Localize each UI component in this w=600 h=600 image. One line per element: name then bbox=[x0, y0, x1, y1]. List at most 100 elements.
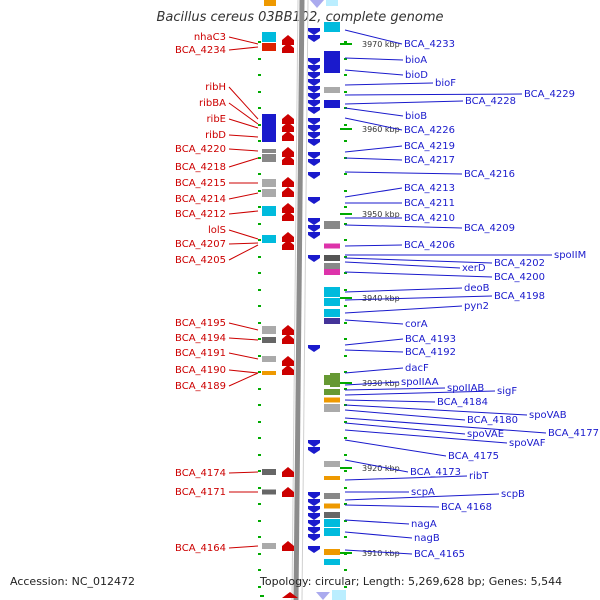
reverse-gene-label: BCA_4194 bbox=[175, 333, 226, 344]
reverse-gene-block bbox=[262, 235, 276, 243]
forward-arrow bbox=[308, 225, 320, 232]
kbp-marker-label: 3960 kbp bbox=[362, 125, 400, 134]
reverse-gene-label: BCA_4212 bbox=[175, 209, 226, 220]
left-leader-line bbox=[228, 471, 259, 474]
forward-arrow bbox=[308, 93, 320, 100]
right-leader-line bbox=[344, 271, 493, 278]
right-leader-line bbox=[344, 69, 404, 76]
right-leader-line bbox=[344, 381, 400, 386]
reverse-arrow bbox=[282, 334, 294, 344]
right-leader-line bbox=[344, 549, 413, 555]
reverse-arrow bbox=[282, 35, 294, 45]
forward-gene-block bbox=[324, 519, 340, 527]
forward-gene-block bbox=[324, 255, 340, 261]
forward-arrow bbox=[308, 499, 320, 506]
forward-arrow bbox=[308, 546, 320, 553]
reverse-gene-label: ribBA bbox=[199, 98, 226, 109]
right-leader-line bbox=[344, 519, 410, 525]
forward-arrow bbox=[308, 159, 320, 166]
forward-gene-block bbox=[324, 269, 340, 275]
forward-gene-label: bioB bbox=[405, 111, 427, 122]
reverse-arrow bbox=[282, 356, 294, 366]
right-leader-line bbox=[344, 244, 403, 247]
reverse-arrow bbox=[282, 114, 294, 124]
accession-text: Accession: NC_012472 bbox=[10, 575, 136, 588]
forward-gene-label: BCA_4192 bbox=[405, 347, 456, 358]
forward-gene-block bbox=[324, 404, 340, 412]
reverse-gene-block bbox=[262, 371, 276, 375]
forward-gene-label: BCA_4229 bbox=[524, 89, 575, 100]
right-leader-line bbox=[344, 531, 413, 539]
forward-arrow bbox=[308, 72, 320, 79]
reverse-arrow bbox=[282, 187, 294, 197]
forward-gene-label: BCA_4202 bbox=[494, 258, 545, 269]
right-leader-line bbox=[344, 82, 434, 86]
forward-gene-label: BCA_4228 bbox=[465, 96, 516, 107]
left-leader-line bbox=[228, 322, 259, 331]
forward-arrow bbox=[308, 440, 320, 447]
reverse-gene-block bbox=[262, 543, 276, 549]
backbone-edge bbox=[301, 0, 309, 600]
reverse-arrow bbox=[282, 155, 294, 165]
reverse-arrow bbox=[282, 240, 294, 250]
reverse-gene-label: BCA_4171 bbox=[175, 487, 226, 498]
forward-gene-label: BCA_4217 bbox=[404, 155, 455, 166]
right-leader-line bbox=[344, 409, 466, 421]
right-leader-line bbox=[344, 349, 404, 353]
left-leader-line bbox=[228, 545, 259, 549]
reverse-gene-block bbox=[262, 154, 276, 162]
forward-arrow bbox=[308, 506, 320, 513]
reverse-gene-block bbox=[262, 32, 276, 42]
forward-gene-label: bioA bbox=[405, 55, 427, 66]
kbp-marker-label: 3910 kbp bbox=[362, 549, 400, 558]
right-leader-line bbox=[344, 429, 508, 444]
reverse-gene-label: BCA_4220 bbox=[175, 144, 226, 155]
forward-gene-block bbox=[324, 221, 340, 229]
forward-gene-label: ribT bbox=[469, 471, 489, 482]
left-leader-line bbox=[228, 192, 259, 200]
reverse-arrow bbox=[282, 203, 294, 213]
reverse-gene-block bbox=[262, 114, 276, 124]
reverse-gene-block bbox=[262, 123, 276, 133]
left-leader-line bbox=[228, 372, 259, 387]
forward-gene-label: spoVAE bbox=[467, 429, 504, 440]
right-leader-line bbox=[344, 387, 446, 391]
kbp-marker-label: 3950 kbp bbox=[362, 210, 400, 219]
reverse-gene-label: nhaC3 bbox=[194, 32, 226, 43]
forward-gene-label: corA bbox=[405, 319, 428, 330]
forward-gene-label: BCA_4206 bbox=[404, 240, 455, 251]
reverse-gene-label: BCA_4234 bbox=[175, 45, 226, 56]
forward-gene-label: bioF bbox=[435, 78, 456, 89]
forward-gene-label: BCA_4168 bbox=[441, 502, 492, 513]
right-leader-line bbox=[344, 417, 547, 434]
forward-gene-block bbox=[324, 528, 340, 536]
left-leader-line bbox=[228, 352, 259, 360]
forward-gene-label: BCA_4211 bbox=[404, 198, 455, 209]
right-leader-line bbox=[344, 145, 403, 153]
right-leader-line bbox=[344, 319, 404, 325]
forward-gene-label: BCA_4177 bbox=[548, 428, 599, 439]
forward-gene-label: deoB bbox=[464, 283, 490, 294]
kbp-marker-label: 3940 kbp bbox=[362, 294, 400, 303]
forward-gene-label: BCA_4219 bbox=[404, 141, 455, 152]
reverse-arrow bbox=[282, 177, 294, 187]
reverse-gene-label: lolS bbox=[208, 225, 226, 236]
forward-arrow bbox=[308, 513, 320, 520]
reverse-arrow bbox=[282, 467, 294, 477]
reverse-gene-block bbox=[262, 179, 276, 187]
reverse-arrow bbox=[282, 131, 294, 141]
left-leader-line bbox=[228, 369, 259, 374]
forward-gene-block bbox=[324, 493, 340, 499]
left-leader-line bbox=[228, 229, 259, 240]
forward-gene-label: BCA_4213 bbox=[404, 183, 455, 194]
reverse-arrow bbox=[282, 325, 294, 335]
forward-arrow bbox=[308, 35, 320, 42]
right-leader-line bbox=[344, 459, 409, 473]
right-leader-line bbox=[344, 57, 404, 61]
right-leader-line bbox=[344, 404, 528, 416]
forward-arrow bbox=[308, 118, 320, 125]
right-leader-line bbox=[344, 287, 463, 293]
forward-gene-label: scpA bbox=[411, 487, 435, 498]
forward-gene-label: BCA_4233 bbox=[404, 39, 455, 50]
